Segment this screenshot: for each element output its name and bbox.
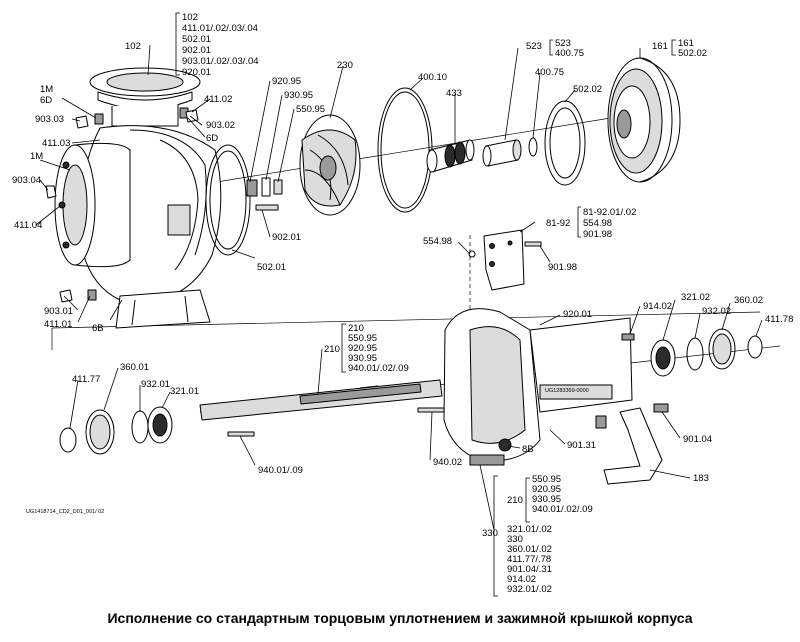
support-bracket (468, 229, 542, 291)
label-903-02: 903.02 (206, 120, 235, 131)
label-321-01: 321.01 (170, 386, 199, 397)
label-411-01: 411.01 (44, 319, 72, 330)
label-1m-b: 1M (30, 151, 43, 162)
label-411-77: 411.77 (72, 374, 100, 385)
label-940-01: 940.01/.09 (258, 465, 303, 476)
part-labels: 102 1M 6D 903.03 411.03 1M 903.04 411.04… (12, 41, 793, 539)
label-930-95: 930.95 (284, 90, 313, 101)
group-81-92-list: 81-92.01/.02 554.98 901.98 (583, 207, 639, 240)
label-330: 330 (482, 528, 498, 539)
impeller-nut-stack (246, 177, 283, 211)
group-brackets (175, 12, 676, 597)
label-81-92: 81-92 (546, 218, 570, 229)
mechanical-seal (426, 139, 475, 173)
label-6b: 6B (92, 323, 104, 334)
label-183: 183 (693, 473, 709, 484)
label-1m-a: 1M (40, 84, 53, 95)
label-550-95: 550.95 (296, 104, 325, 115)
label-901-31: 901.31 (567, 440, 596, 451)
grouped-part-lists: 102 411.01/.02/.03/.04 502.01 902.01 903… (182, 12, 707, 595)
label-932-01: 932.01 (141, 379, 170, 390)
bearing-bracket (443, 308, 633, 466)
volute-casing (54, 67, 222, 329)
label-411-03: 411.03 (42, 138, 70, 149)
label-210: 210 (324, 344, 340, 355)
label-6d-b: 6D (206, 133, 218, 144)
group-161-list: 161 502.02 (678, 38, 707, 59)
leader-lines (35, 44, 763, 531)
label-230: 230 (337, 60, 353, 71)
label-502-01: 502.01 (257, 262, 286, 273)
label-902-01: 902.01 (272, 232, 301, 243)
label-433: 433 (446, 88, 462, 99)
label-360-02: 360.02 (734, 295, 763, 306)
group-523-list: 523 400.75 (555, 38, 584, 59)
label-523: 523 (526, 41, 542, 52)
label-8b: 8B (522, 444, 534, 455)
label-903-01: 903.01 (44, 306, 73, 317)
label-321-02: 321.02 (681, 292, 710, 303)
support-foot (603, 407, 663, 485)
label-411-04: 411.04 (14, 220, 42, 231)
label-102: 102 (125, 41, 141, 52)
impeller (299, 114, 361, 216)
group-102-list: 102 411.01/.02/.03/.04 502.01 902.01 903… (182, 12, 261, 78)
cover-gasket (544, 100, 586, 186)
bracket-hardware (595, 333, 669, 429)
label-914-02: 914.02 (643, 301, 672, 312)
label-400-75: 400.75 (535, 67, 564, 78)
label-411-78: 411.78 (765, 314, 793, 325)
label-940-02: 940.02 (433, 457, 462, 468)
shaft-sleeve (482, 137, 538, 167)
label-903-04: 903.04 (12, 175, 41, 186)
casing-cover (607, 57, 681, 183)
casing-o-ring (377, 87, 433, 213)
group-330-list: 210 550.95 920.95 930.95 940.01/.02/.09 … (507, 474, 595, 595)
label-411-02: 411.02 (204, 94, 232, 105)
bracket-nameplate: UG1283369-0000 (545, 388, 589, 394)
label-920-01: 920.01 (563, 309, 592, 320)
label-360-01: 360.01 (120, 362, 149, 373)
label-502-02: 502.02 (573, 84, 602, 95)
label-554-98: 554.98 (423, 236, 452, 247)
label-901-04: 901.04 (683, 434, 712, 445)
label-932-02: 932.02 (702, 306, 731, 317)
pump-side-bearing-set (650, 328, 763, 377)
drive-side-bearing-set (59, 406, 173, 455)
label-903-03: 903.03 (35, 114, 64, 125)
label-901-98: 901.98 (548, 262, 577, 273)
drawing-code: UG1418714_CD2_D01_001/ 02 (26, 509, 104, 515)
label-920-95: 920.95 (272, 76, 301, 87)
diagram-caption: Исполнение со стандартным торцовым уплот… (107, 610, 693, 626)
label-400-10: 400.10 (418, 72, 447, 83)
label-6d-a: 6D (40, 95, 52, 106)
group-210-list: 210 550.95 920.95 930.95 940.01/.02/.09 (348, 323, 409, 374)
label-161: 161 (652, 41, 668, 52)
pump-shaft (199, 379, 445, 437)
casing-gasket (205, 144, 251, 256)
